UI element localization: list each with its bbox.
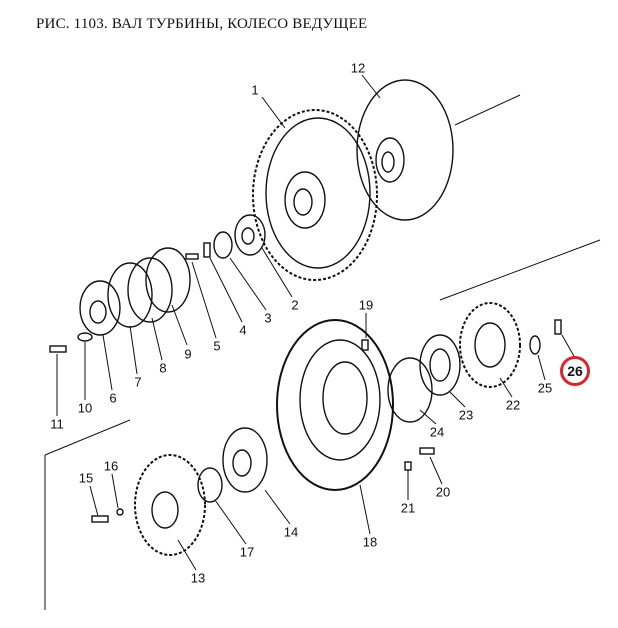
part-label: 14 bbox=[283, 524, 299, 540]
part-1-ring-gear bbox=[252, 109, 378, 281]
part-label: 2 bbox=[291, 297, 299, 313]
part-label: 11 bbox=[50, 416, 64, 432]
part-label: 7 bbox=[134, 374, 142, 390]
part-label: 23 bbox=[458, 407, 474, 423]
part-label: 5 bbox=[213, 338, 221, 354]
part-label: 1 bbox=[251, 82, 259, 98]
part-label: 3 bbox=[264, 310, 272, 326]
part-label: 4 bbox=[239, 322, 247, 338]
highlighted-part-label: 26 bbox=[567, 363, 583, 379]
part-label: 9 bbox=[184, 346, 192, 362]
part-label: 6 bbox=[109, 390, 117, 406]
part-label: 20 bbox=[435, 484, 451, 500]
part-label: 18 bbox=[362, 534, 378, 550]
part-12-disk bbox=[356, 79, 454, 221]
part-label: 24 bbox=[429, 424, 445, 440]
highlighted-part-callout: 26 bbox=[560, 356, 590, 386]
part-label: 15 bbox=[78, 470, 94, 486]
part-label: 10 bbox=[77, 400, 93, 416]
part-label: 13 bbox=[190, 570, 206, 586]
part-label: 8 bbox=[159, 360, 167, 376]
part-label: 25 bbox=[537, 380, 553, 396]
part-label: 19 bbox=[358, 297, 374, 313]
part-label: 12 bbox=[350, 60, 366, 76]
figure-title: РИС. 1103. ВАЛ ТУРБИНЫ, КОЛЕСО ВЕДУЩЕЕ bbox=[36, 16, 368, 32]
part-18-turbine bbox=[276, 319, 394, 491]
part-label: 16 bbox=[103, 458, 119, 474]
part-label: 21 bbox=[400, 500, 416, 516]
part-label: 22 bbox=[505, 397, 521, 413]
part-label: 17 bbox=[239, 544, 255, 560]
